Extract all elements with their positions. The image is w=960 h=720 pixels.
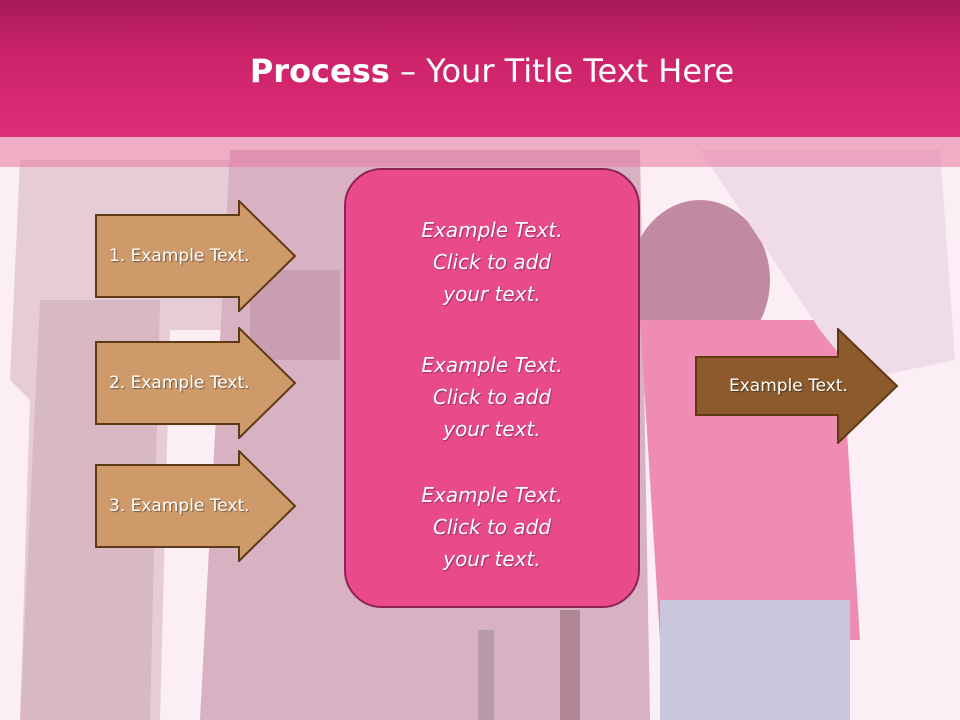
center-text-line: your text.: [443, 417, 541, 441]
arrow-shape-icon: [95, 327, 297, 439]
title-rest: – Your Title Text Here: [389, 52, 735, 90]
result-arrow-label: Example Text.: [729, 376, 848, 396]
center-text-line: Example Text.: [421, 353, 563, 377]
center-text-line: Click to add: [432, 515, 552, 539]
center-text-line: Example Text.: [421, 218, 563, 242]
header-bar: [0, 0, 960, 137]
center-text-item-3[interactable]: Example Text. Click to add your text.: [346, 479, 638, 575]
arrow-shape-icon: [95, 200, 297, 312]
center-text-item-2[interactable]: Example Text. Click to add your text.: [346, 349, 638, 445]
step-arrow-2[interactable]: 2. Example Text.: [95, 327, 297, 439]
center-text-line: your text.: [443, 282, 541, 306]
center-text-line: Click to add: [432, 385, 552, 409]
center-text-box[interactable]: Example Text. Click to add your text. Ex…: [344, 168, 640, 608]
header-band: [0, 137, 960, 167]
arrow-shape-icon: [95, 450, 297, 562]
step-arrow-label: 2. Example Text.: [109, 373, 250, 393]
center-text-line: your text.: [443, 547, 541, 571]
step-arrow-label: 3. Example Text.: [109, 496, 250, 516]
center-text-line: Example Text.: [421, 483, 563, 507]
step-arrow-label: 1. Example Text.: [109, 246, 250, 266]
page-title: Process – Your Title Text Here: [0, 52, 960, 90]
step-arrow-3[interactable]: 3. Example Text.: [95, 450, 297, 562]
result-arrow[interactable]: Example Text.: [695, 328, 899, 444]
center-text-line: Click to add: [432, 250, 552, 274]
arrow-shape-icon: [695, 328, 899, 444]
center-text-item-1[interactable]: Example Text. Click to add your text.: [346, 214, 638, 310]
title-bold: Process: [249, 52, 390, 90]
step-arrow-1[interactable]: 1. Example Text.: [95, 200, 297, 312]
